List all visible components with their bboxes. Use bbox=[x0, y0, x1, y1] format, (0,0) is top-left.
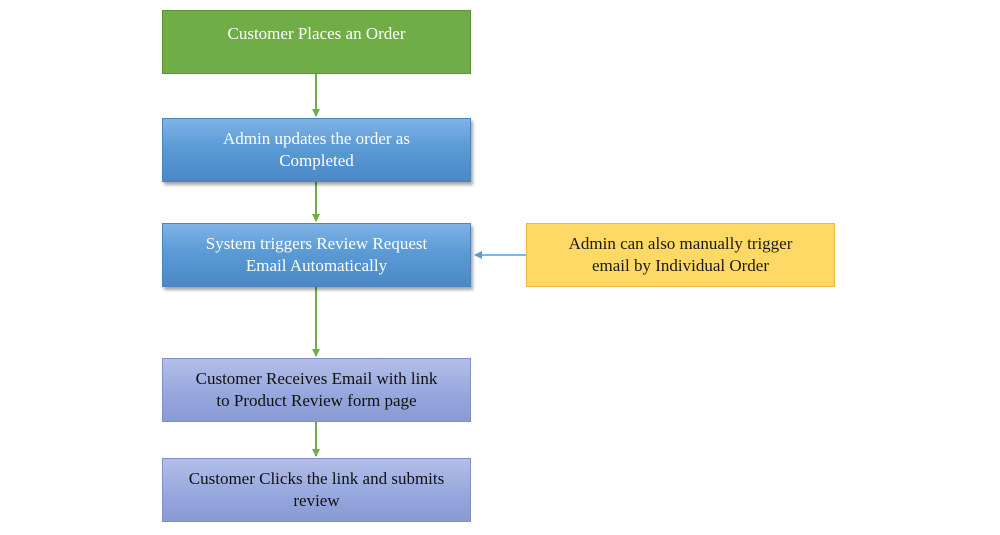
node-system-triggers-email: System triggers Review Request Email Aut… bbox=[162, 223, 471, 287]
node-customer-submits-review: Customer Clicks the link and submits rev… bbox=[162, 458, 471, 522]
node-customer-receives-email: Customer Receives Email with link to Pro… bbox=[162, 358, 471, 422]
node-label: Customer Receives Email with link to Pro… bbox=[195, 369, 438, 410]
node-admin-updates-order: Admin updates the order as Completed bbox=[162, 118, 471, 182]
node-admin-manual-trigger: Admin can also manually trigger email by… bbox=[526, 223, 835, 287]
node-label: Admin can also manually trigger email by… bbox=[568, 234, 793, 275]
node-label: System triggers Review Request Email Aut… bbox=[205, 234, 428, 275]
node-label: Customer Clicks the link and submits rev… bbox=[188, 469, 445, 510]
node-label: Admin updates the order as Completed bbox=[223, 129, 410, 170]
node-label: Customer Places an Order bbox=[227, 24, 406, 43]
node-customer-places-order: Customer Places an Order bbox=[162, 10, 471, 74]
